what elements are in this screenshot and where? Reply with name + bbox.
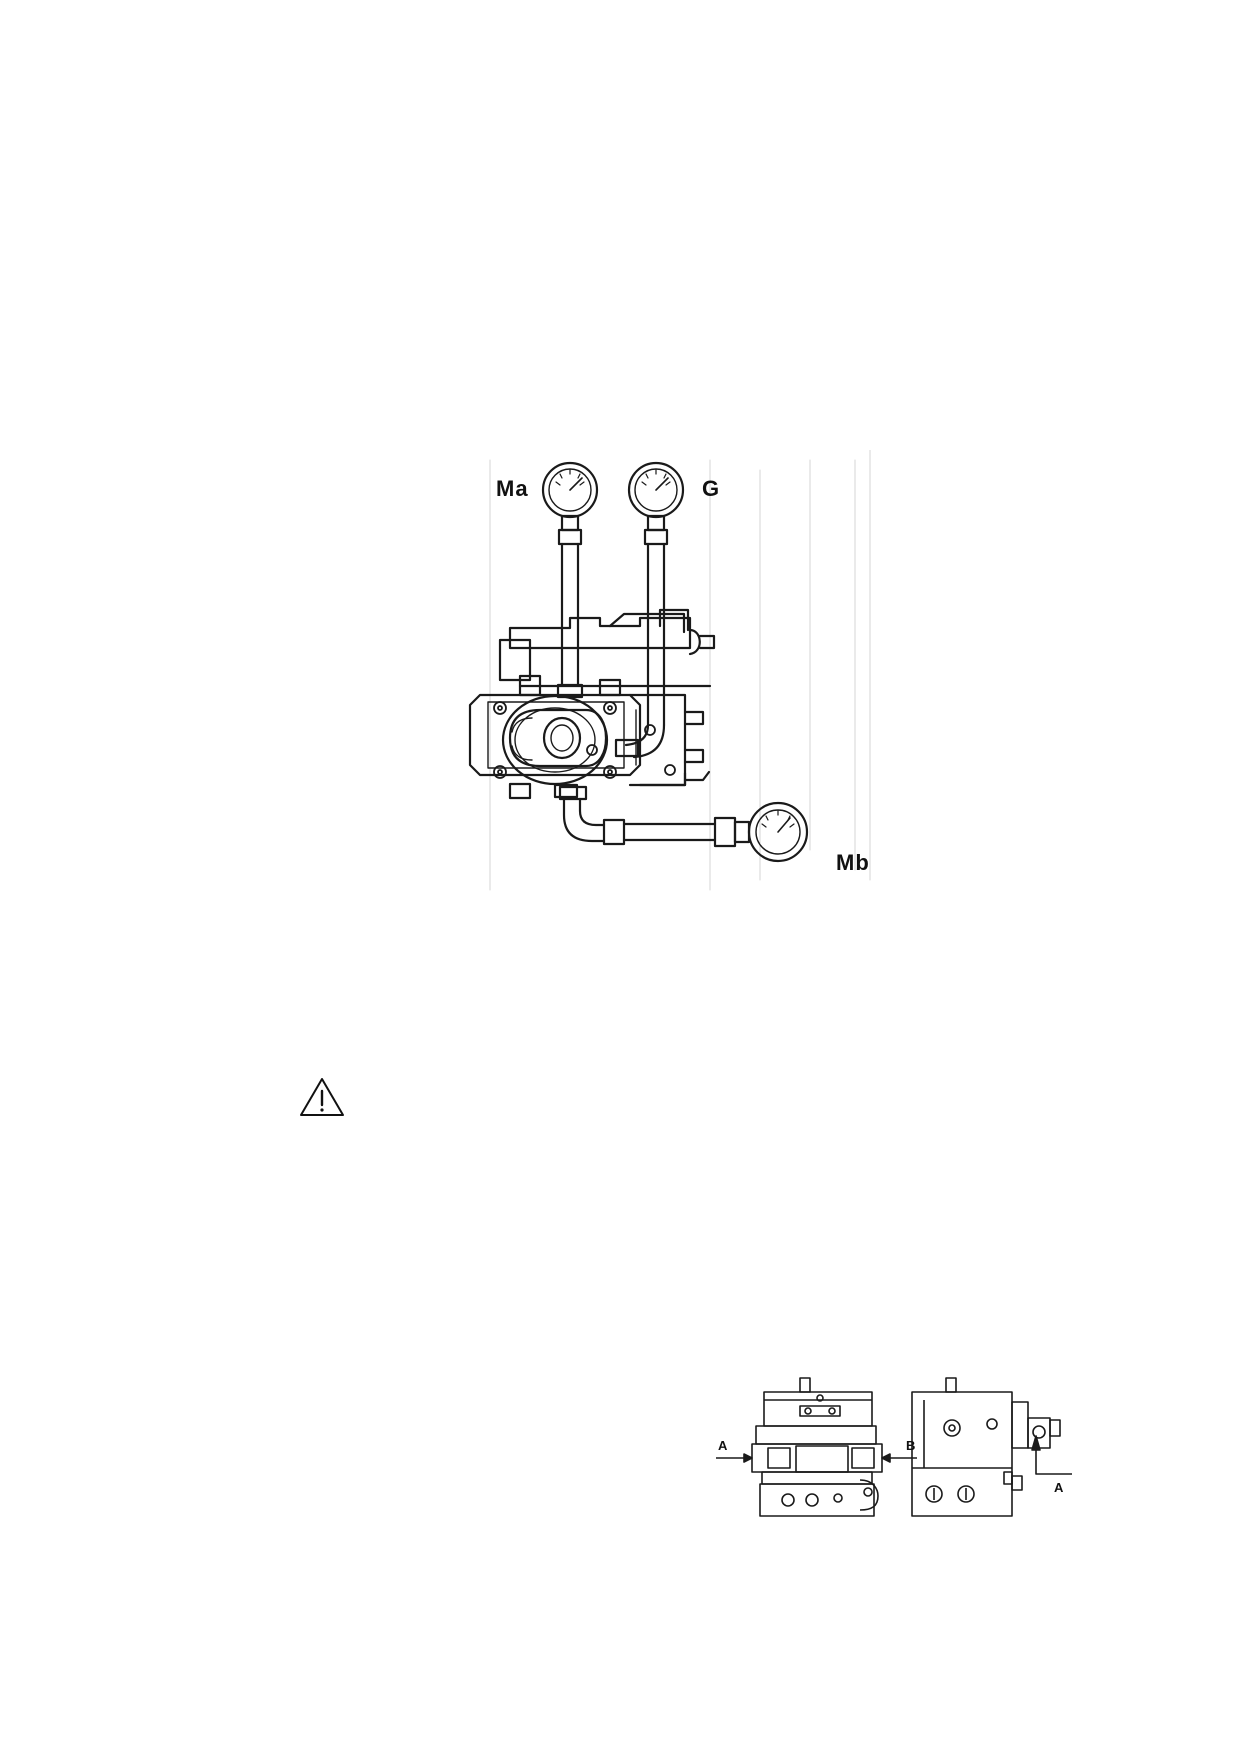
gauge-mb-label: Mb <box>836 850 870 875</box>
controller-views-illustration: A B A <box>712 1376 1080 1522</box>
gauge-ma <box>541 461 599 699</box>
warning-triangle-icon <box>298 1076 346 1118</box>
view-label-a-left: A <box>718 1438 728 1453</box>
view-label-b: B <box>906 1438 916 1453</box>
gauge-mb <box>747 801 809 863</box>
view-label-a-right: A <box>1054 1480 1064 1495</box>
gauge-ma-label: Ma <box>496 476 529 501</box>
pump-gauge-illustration: Ma G Mb <box>460 450 890 910</box>
gauge-g-label: G <box>702 476 721 501</box>
side-view <box>911 1377 1072 1517</box>
front-view <box>716 1377 917 1517</box>
